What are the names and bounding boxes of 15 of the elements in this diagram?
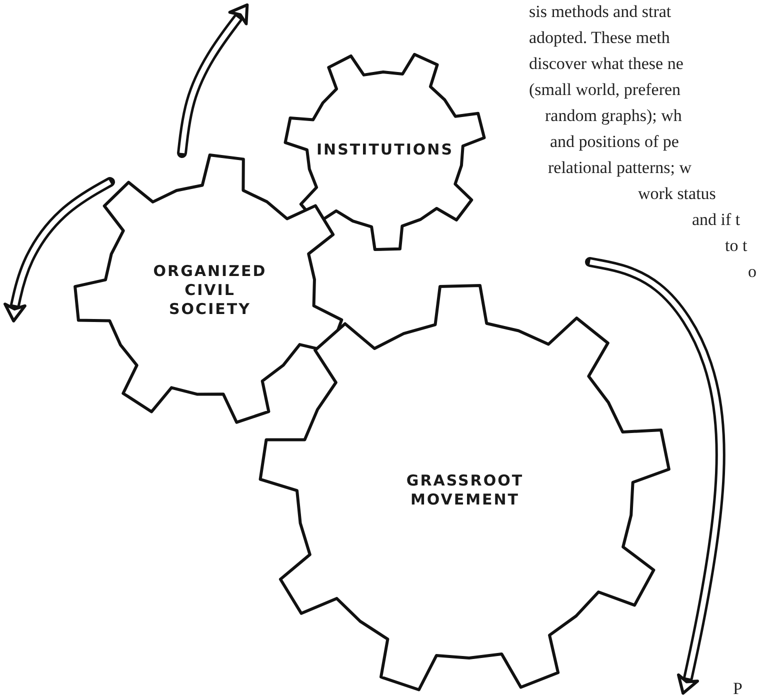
text-fragment: relational patterns; w (548, 158, 692, 178)
text-fragment: random graphs); wh (545, 106, 682, 126)
text-fragment: to t (725, 236, 748, 256)
text-fragment: work status (638, 184, 716, 204)
text-fragment: adopted. These meth (529, 28, 670, 48)
text-fragment: (small world, preferen (529, 80, 681, 100)
text-fragment: sis methods and strat (529, 2, 672, 22)
text-fragment: and positions of pe (550, 132, 679, 152)
text-fragment: P (733, 679, 742, 699)
gear-label: GRASSROOT MOVEMENT (405, 471, 525, 509)
text-fragment: and if t (692, 210, 740, 230)
gear-label: INSTITUTIONS (315, 140, 455, 160)
text-fragment: o (748, 262, 756, 282)
text-fragment: discover what these ne (529, 54, 684, 74)
gear-label: ORGANIZED CIVIL SOCIETY (152, 262, 268, 318)
